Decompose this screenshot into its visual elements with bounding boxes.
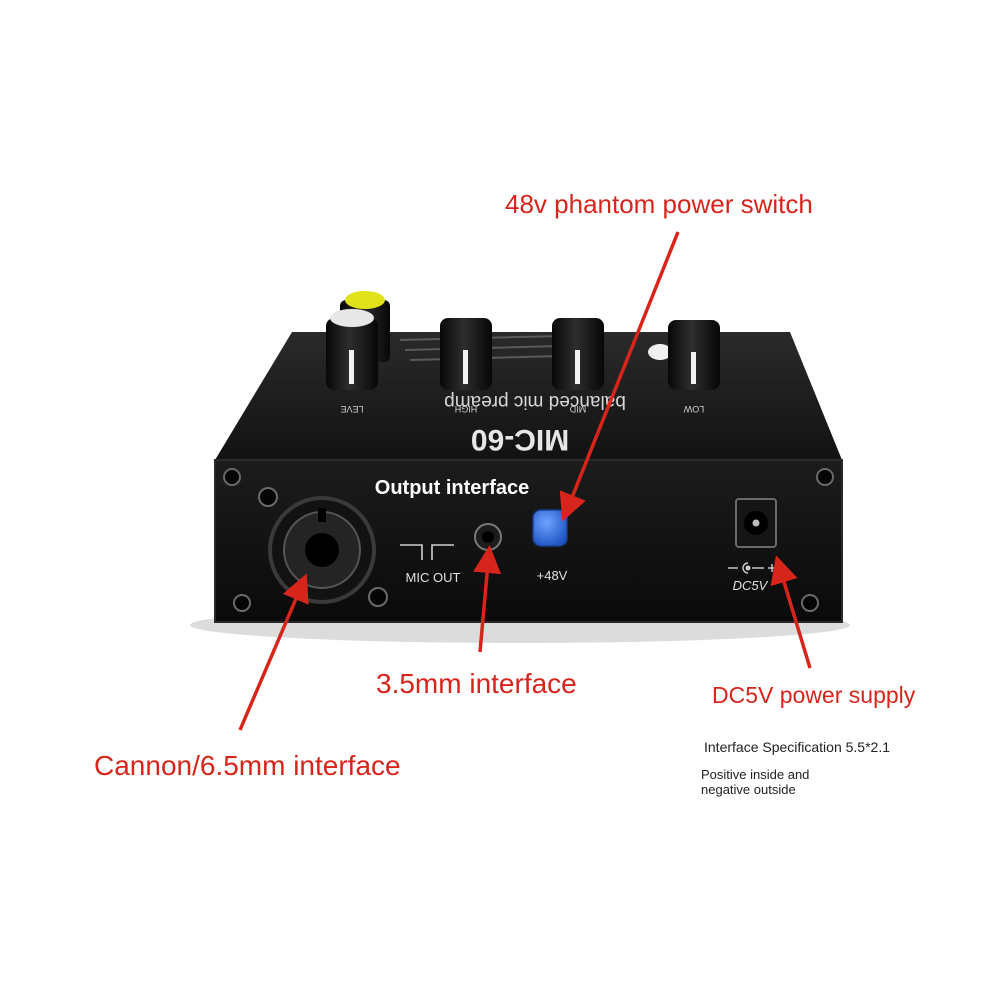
jack-screw <box>258 487 278 507</box>
knob-cap-yellow <box>345 291 385 309</box>
knob-mid[interactable]: MID <box>552 318 604 414</box>
arrow-cannon <box>238 573 309 731</box>
knob-low[interactable]: LOW <box>648 320 720 414</box>
led-indicator <box>648 344 672 360</box>
output-interface-title: Output interface <box>375 477 529 499</box>
dc5v-label: DC5V <box>733 578 769 593</box>
spec-interface: Interface Specification 5.5*2.1 <box>704 739 891 755</box>
phantom-48v-button[interactable] <box>532 509 568 547</box>
arrow-dc <box>770 555 812 669</box>
knob-indicator <box>575 350 580 384</box>
spec-polarity-line2: negative outside <box>701 782 796 797</box>
xlr-combo-jack[interactable] <box>258 487 388 607</box>
knob-indicator <box>463 350 468 384</box>
model-label: MIC-60 <box>471 423 569 456</box>
jack-3-5mm[interactable] <box>474 523 502 551</box>
phantom-48v-label: +48V <box>537 568 568 583</box>
callout-cannon-interface: Cannon/6.5mm interface <box>94 750 401 781</box>
jack-screw <box>368 587 388 607</box>
knob-label-low: LOW <box>683 404 704 414</box>
callout-arrows <box>238 231 812 731</box>
knob-cap-white <box>330 309 374 327</box>
mic-out-symbol <box>400 544 454 560</box>
panel-screws <box>223 468 834 612</box>
knob-indicator <box>349 350 354 384</box>
knob-indicator <box>691 352 696 384</box>
dc-power-jack[interactable] <box>735 498 777 548</box>
knob-high[interactable]: HIGH <box>440 318 492 414</box>
callout-3-5mm-interface: 3.5mm interface <box>376 668 577 699</box>
arrow-3-5mm <box>473 545 502 653</box>
arrow-phantom <box>559 231 680 522</box>
callout-phantom-switch: 48v phantom power switch <box>505 189 813 219</box>
knob-leve[interactable]: LEVE <box>326 291 390 414</box>
model-subtitle: balanced mic preamp <box>444 391 626 412</box>
knob-label-leve: LEVE <box>340 404 363 414</box>
mic-out-label: MIC OUT <box>406 570 461 585</box>
knob-label-mid: MID <box>569 404 586 414</box>
callout-dc5v-supply: DC5V power supply <box>712 682 916 708</box>
knob-label-high: HIGH <box>455 404 478 414</box>
spec-polarity-line1: Positive inside and <box>701 767 810 782</box>
